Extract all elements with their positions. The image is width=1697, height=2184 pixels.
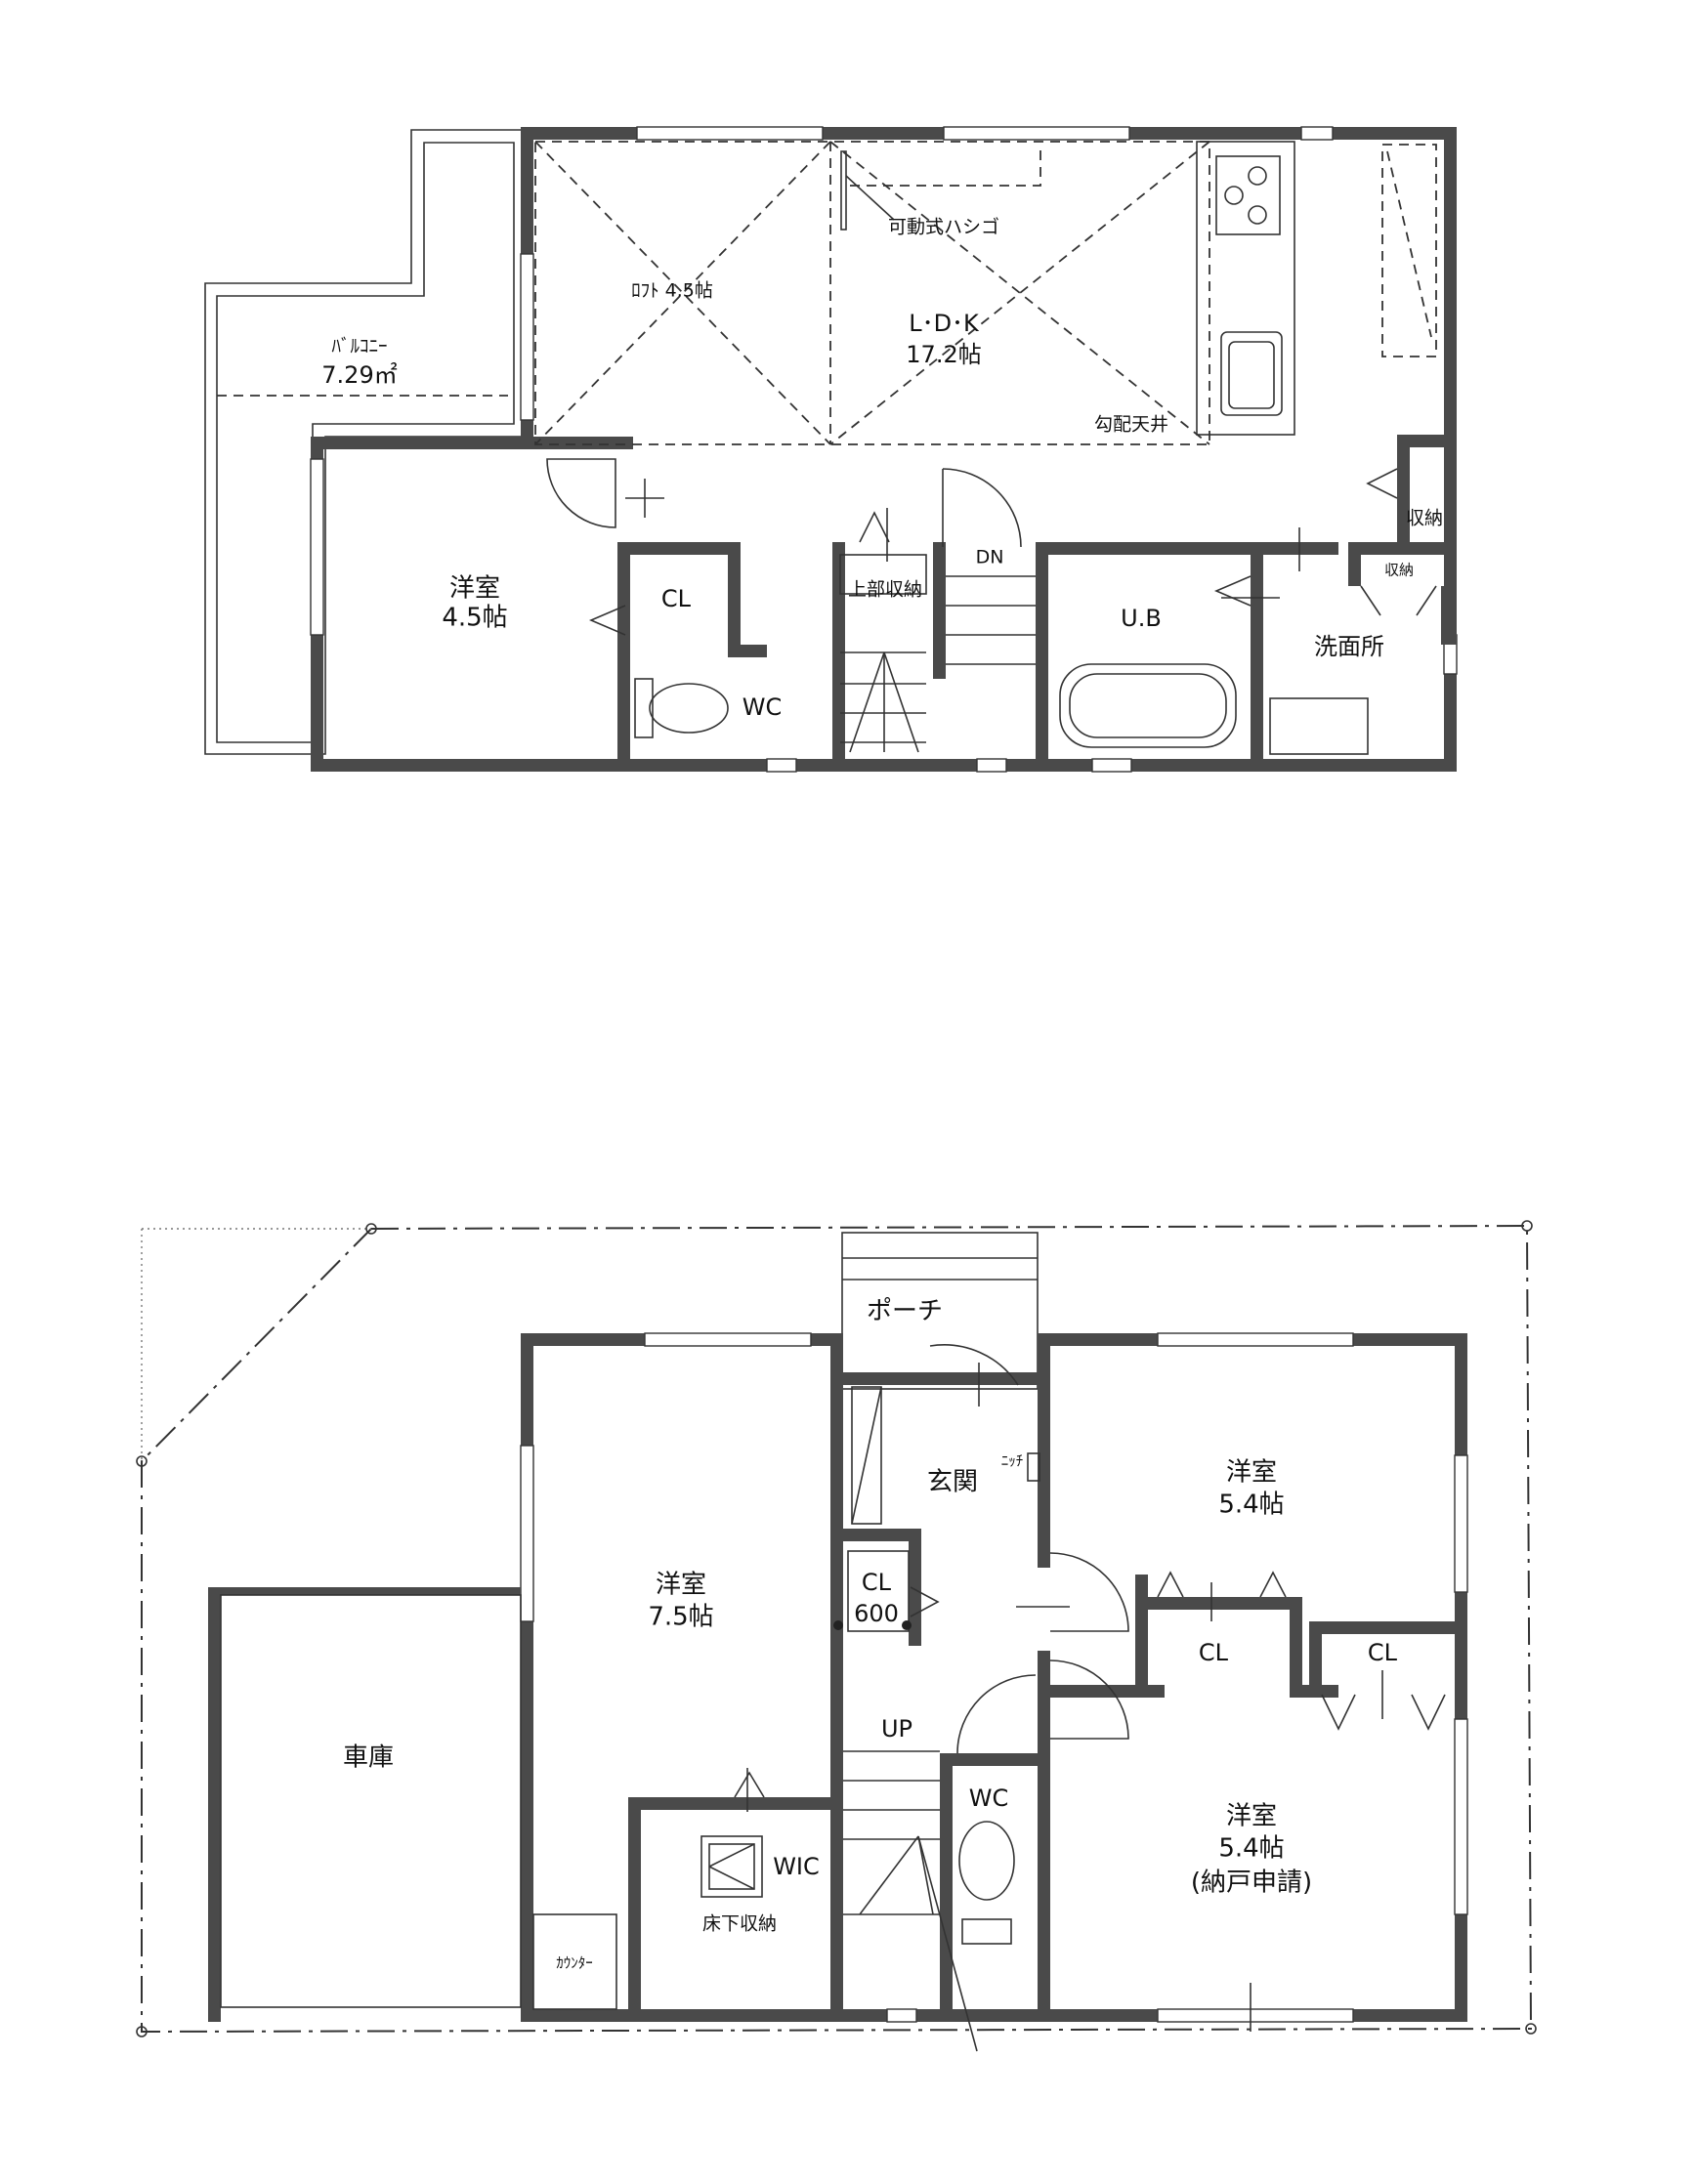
room-a-size: 7.5帖 bbox=[648, 1603, 713, 1632]
ladder-label: 可動式ハシゴ bbox=[888, 217, 999, 238]
wc-label-1f: WC bbox=[969, 1785, 1009, 1812]
up-label: UP bbox=[881, 1715, 912, 1743]
washroom-label: 洗面所 bbox=[1314, 633, 1384, 660]
closet-label: CL bbox=[661, 585, 692, 612]
garage-label: 車庫 bbox=[343, 1743, 394, 1773]
ldk-name: L･D･K bbox=[909, 310, 980, 337]
room-b-size: 5.4帖 bbox=[1218, 1491, 1284, 1520]
upper-storage-label: 上部収納 bbox=[848, 579, 922, 601]
storage-label-b: 収納 bbox=[1384, 562, 1414, 579]
wic-label: WIC bbox=[773, 1853, 820, 1880]
balcony-area: 7.29㎡ bbox=[321, 361, 397, 389]
closet-c-label: CL bbox=[1368, 1639, 1398, 1666]
room-c-note: (納戸申請) bbox=[1191, 1869, 1312, 1898]
second-floor-plan bbox=[204, 126, 1458, 773]
niche-label: ﾆｯﾁ bbox=[1001, 1452, 1024, 1470]
room-c-name: 洋室 bbox=[1226, 1802, 1277, 1831]
bedroom-name: 洋室 bbox=[449, 574, 500, 604]
first-floor-plan bbox=[136, 1220, 1537, 2052]
loft-label: ﾛﾌﾄ 4.5帖 bbox=[631, 280, 713, 302]
closet-b-label: CL bbox=[1199, 1639, 1229, 1666]
ldk-size: 17.2帖 bbox=[906, 341, 981, 368]
bath-label: U.B bbox=[1121, 605, 1162, 632]
closet-600-size: 600 bbox=[854, 1600, 899, 1627]
counter-label: ｶｳﾝﾀｰ bbox=[556, 1954, 593, 1972]
underfloor-storage-label: 床下収納 bbox=[702, 1913, 777, 1935]
wc-label-2f: WC bbox=[742, 693, 783, 721]
porch-label: ポーチ bbox=[867, 1297, 943, 1326]
balcony-name: ﾊﾞﾙｺﾆｰ bbox=[331, 336, 387, 357]
sloped-ceiling-label: 勾配天井 bbox=[1094, 414, 1168, 436]
site-boundary bbox=[141, 1224, 1533, 2034]
bedroom-size: 4.5帖 bbox=[442, 604, 507, 633]
room-b-name: 洋室 bbox=[1226, 1458, 1277, 1488]
closet-600-label: CL bbox=[862, 1569, 892, 1596]
down-label: DN bbox=[976, 547, 1004, 568]
room-c-size: 5.4帖 bbox=[1218, 1834, 1284, 1864]
storage-label-a: 収納 bbox=[1406, 508, 1443, 529]
room-a-name: 洋室 bbox=[656, 1571, 706, 1600]
entrance-label: 玄関 bbox=[927, 1468, 978, 1497]
